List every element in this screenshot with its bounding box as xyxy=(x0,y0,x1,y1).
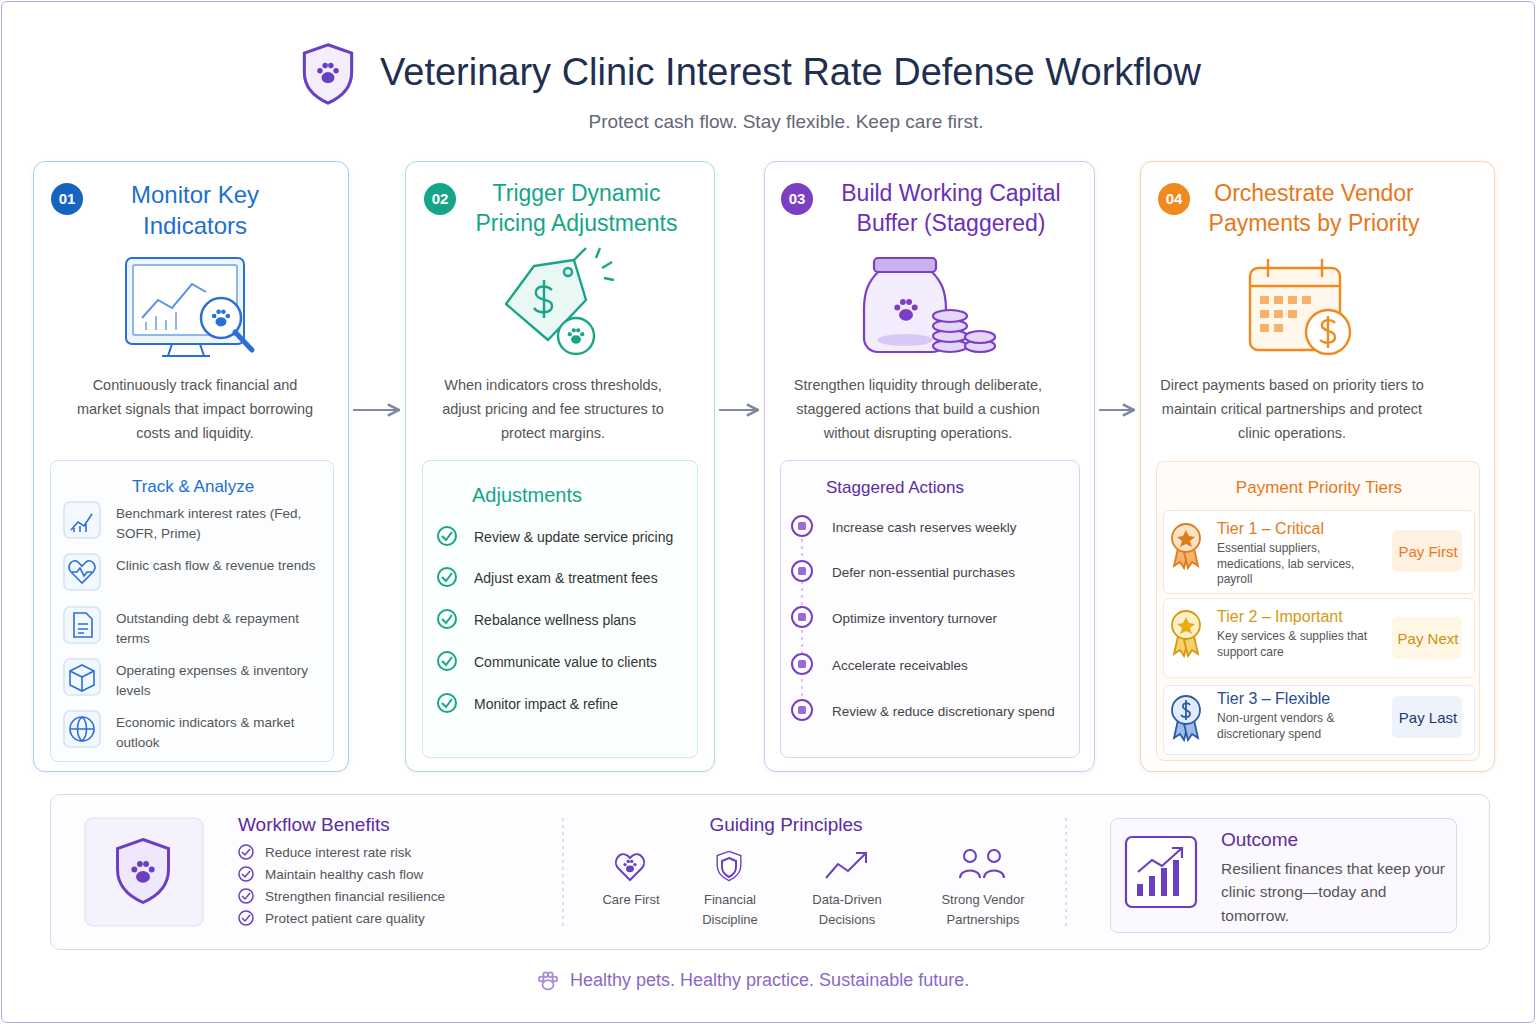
shield-tile xyxy=(85,818,203,926)
indicator-icons xyxy=(64,502,100,747)
node-text: Maintain healthy cash flow xyxy=(265,866,545,884)
node-text: Defer non-essential purchases xyxy=(832,564,1072,583)
node-text: Non-urgent vendors & discretionary spend xyxy=(1217,711,1389,742)
node-text: Review & update service pricing xyxy=(474,528,689,548)
jar-icon xyxy=(864,258,995,352)
buffer-panel: 03Build Working Capital Buffer (Staggere… xyxy=(764,161,1095,772)
tier-box: Tier 2 – ImportantKey services & supplie… xyxy=(1163,598,1475,678)
step-number: 01 xyxy=(51,183,83,215)
node-text: Strong Vendor Partnerships xyxy=(923,890,1043,929)
node-heading: Workflow Benefits xyxy=(238,811,538,839)
node-text: Guiding Principles xyxy=(641,811,931,839)
node-text: Direct payments based on priority tiers … xyxy=(1157,374,1427,446)
node-text: Accelerate receivables xyxy=(832,657,1072,676)
footer-caption: Healthy pets. Healthy practice. Sustaina… xyxy=(570,969,1070,992)
vendor-panel: 04Orchestrate Vendor Payments by Priorit… xyxy=(1140,161,1495,772)
node-heading: Pay Last xyxy=(1393,708,1463,728)
node-text: Build Working Capital Buffer (Staggered) xyxy=(821,179,1081,239)
node-heading: Tier 2 – Important xyxy=(1217,605,1387,628)
node-text: Clinic cash flow & revenue trends xyxy=(116,556,326,576)
node-text: Trigger Dynamic Pricing Adjustments xyxy=(459,179,694,239)
node-text: Key services & supplies that support car… xyxy=(1217,629,1389,660)
node-heading: Pay Next xyxy=(1393,629,1463,649)
node-text: Strengthen liquidity through deliberate,… xyxy=(783,374,1053,446)
title-shield xyxy=(304,45,351,103)
node-text: Continuously track financial and market … xyxy=(70,374,320,446)
timeline-dots xyxy=(792,516,812,720)
monitor-icon xyxy=(126,258,252,356)
priority-pill: Pay Last xyxy=(1392,696,1462,738)
node-text: Resilient finances that keep your clinic… xyxy=(1221,857,1446,927)
flow-arrow xyxy=(1099,409,1134,411)
node-text: Communicate value to clients xyxy=(474,653,689,673)
tier-medals xyxy=(1172,524,1200,740)
priority-pill: Pay Next xyxy=(1392,617,1462,659)
band-separators xyxy=(563,818,1066,930)
node-text: Operating expenses & inventory levels xyxy=(116,661,326,702)
step-number: 04 xyxy=(1158,183,1190,215)
node-text: Adjust exam & treatment fees xyxy=(474,569,689,589)
node-text: Reduce interest rate risk xyxy=(265,844,545,862)
subtitle: Protect cash flow. Stay flexible. Keep c… xyxy=(386,110,1186,135)
outcome-box: OutcomeResilient finances that keep your… xyxy=(1110,818,1457,933)
calendar-icon xyxy=(1250,260,1350,354)
summary-band: Workflow BenefitsReduce interest rate ri… xyxy=(50,794,1490,950)
node-text: Orchestrate Vendor Payments by Priority xyxy=(1184,179,1444,239)
node-text: Increase cash reserves weekly xyxy=(832,519,1072,538)
node-text: Strengthen financial resilience xyxy=(265,888,545,906)
node-text: Economic indicators & market outlook xyxy=(116,713,326,754)
step-number: 02 xyxy=(424,183,456,215)
check-icons xyxy=(438,527,456,712)
principle-icons xyxy=(616,850,1004,881)
step-number: 03 xyxy=(781,183,813,215)
outcome-icon xyxy=(1126,837,1196,907)
node-heading: Outcome xyxy=(1221,826,1421,854)
node-text: When indicators cross thresholds, adjust… xyxy=(428,374,678,446)
tier-box: Tier 3 – FlexibleNon-urgent vendors & di… xyxy=(1163,685,1475,755)
node-text: Monitor impact & refine xyxy=(474,695,689,715)
node-text: Rebalance wellness plans xyxy=(474,611,689,631)
node-text: Outstanding debt & repayment terms xyxy=(116,609,326,650)
node-text: Essential suppliers, medications, lab se… xyxy=(1217,541,1389,588)
flow-arrow xyxy=(353,409,399,411)
node-text: Care First xyxy=(591,890,671,910)
pricing-panel: 02Trigger Dynamic Pricing AdjustmentsWhe… xyxy=(405,161,715,772)
node-heading: Staggered Actions xyxy=(826,476,1056,501)
adjustments-box: AdjustmentsReview & update service prici… xyxy=(422,460,698,758)
flow-arrow xyxy=(719,409,758,411)
track-box: Track & AnalyzeBenchmark interest rates … xyxy=(50,460,334,762)
tier-box: Tier 1 – CriticalEssential suppliers, me… xyxy=(1163,510,1475,594)
actions-box: Staggered ActionsIncrease cash reserves … xyxy=(780,460,1080,758)
node-heading: Payment Priority Tiers xyxy=(1167,476,1471,501)
tiers-box: Payment Priority TiersTier 1 – CriticalE… xyxy=(1156,461,1480,761)
node-text: Benchmark interest rates (Fed, SOFR, Pri… xyxy=(116,504,326,545)
benefit-checks xyxy=(239,845,253,925)
footer-paw xyxy=(539,972,557,989)
node-heading: Track & Analyze xyxy=(66,475,320,500)
node-text: Monitor Key Indicators xyxy=(95,179,295,241)
diagram-title: Veterinary Clinic Interest Rate Defense … xyxy=(380,48,1360,97)
node-text: Protect patient care quality xyxy=(265,910,545,928)
node-text: Financial Discipline xyxy=(685,890,775,929)
benefits-shield xyxy=(118,840,169,903)
node-text: Optimize inventory turnover xyxy=(832,610,1072,629)
node-text: Review & reduce discretionary spend xyxy=(832,703,1072,722)
node-heading: Tier 1 – Critical xyxy=(1217,517,1387,540)
price-tag-icon xyxy=(506,248,614,354)
node-heading: Pay First xyxy=(1393,542,1463,562)
indicator-panel: 01 Monitor Key IndicatorsContinuously tra… xyxy=(33,161,349,772)
node-heading: Adjustments xyxy=(472,481,672,510)
priority-pill: Pay First xyxy=(1392,530,1462,572)
node-text: Data-Driven Decisions xyxy=(797,890,897,929)
node-heading: Tier 3 – Flexible xyxy=(1217,687,1387,710)
